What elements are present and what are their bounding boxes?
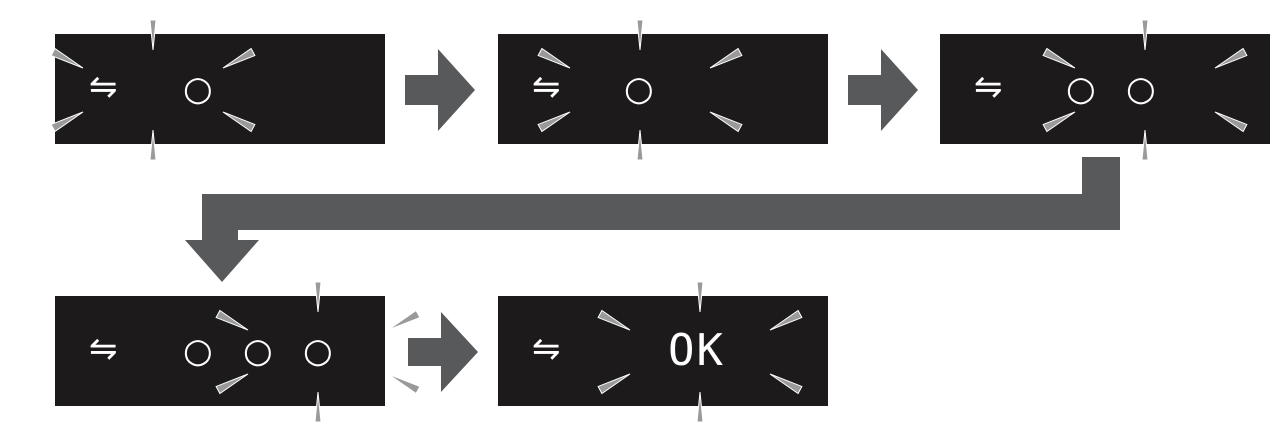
display-panel-step-2: ⇋ ○ — [498, 34, 828, 144]
blink-ray — [696, 391, 704, 423]
dot-indicator: ○ — [183, 69, 213, 109]
blink-ray — [696, 281, 704, 313]
blink-ray — [1214, 47, 1248, 69]
pairing-icon: ⇋ — [532, 67, 561, 107]
blink-ray — [636, 129, 644, 161]
pairing-icon: ⇋ — [974, 67, 1003, 107]
blink-ray — [1141, 129, 1149, 161]
pairing-icon: ⇋ — [532, 329, 561, 369]
blink-ray — [387, 373, 421, 395]
right-arrow-icon — [405, 49, 475, 131]
blink-ray — [215, 373, 249, 395]
dot-indicator: ○ — [243, 331, 273, 371]
right-arrow-icon — [408, 312, 478, 392]
blink-ray — [387, 309, 421, 331]
dot-indicator: ○ — [183, 331, 213, 371]
blink-ray — [597, 373, 631, 395]
blink-ray — [1042, 47, 1076, 69]
dot-indicator: ○ — [1126, 69, 1156, 109]
display-panel-step-3: ⇋ ○ ○ — [940, 34, 1270, 144]
blink-ray — [537, 111, 571, 133]
blink-ray — [537, 47, 571, 69]
blink-ray — [1214, 111, 1248, 133]
blink-ray — [1141, 19, 1149, 51]
blink-ray — [149, 129, 157, 161]
dot-indicator: ○ — [303, 331, 333, 371]
blink-ray — [636, 19, 644, 51]
blink-ray — [709, 47, 743, 69]
pairing-icon: ⇋ — [89, 329, 118, 369]
display-panel-step-1: ⇋ ○ — [55, 34, 385, 144]
blink-ray — [314, 281, 322, 313]
display-panel-step-5: ⇋ OK — [498, 296, 828, 406]
right-arrow-icon — [848, 49, 918, 131]
blink-ray — [597, 309, 631, 331]
blink-ray — [215, 309, 249, 331]
blink-rays — [50, 19, 1248, 423]
return-arrow-icon — [185, 157, 1120, 282]
blink-ray — [222, 47, 256, 69]
dot-indicator: ○ — [1066, 69, 1096, 109]
dot-indicator: ○ — [624, 69, 654, 109]
blink-ray — [50, 47, 84, 69]
blink-ray — [222, 111, 256, 133]
blink-ray — [1042, 111, 1076, 133]
blink-ray — [769, 373, 803, 395]
blink-ray — [314, 391, 322, 423]
blink-ray — [769, 309, 803, 331]
blink-ray — [149, 19, 157, 51]
pairing-icon: ⇋ — [89, 67, 118, 107]
blink-ray — [709, 111, 743, 133]
blink-ray — [50, 111, 84, 133]
ok-text: OK — [668, 325, 725, 376]
